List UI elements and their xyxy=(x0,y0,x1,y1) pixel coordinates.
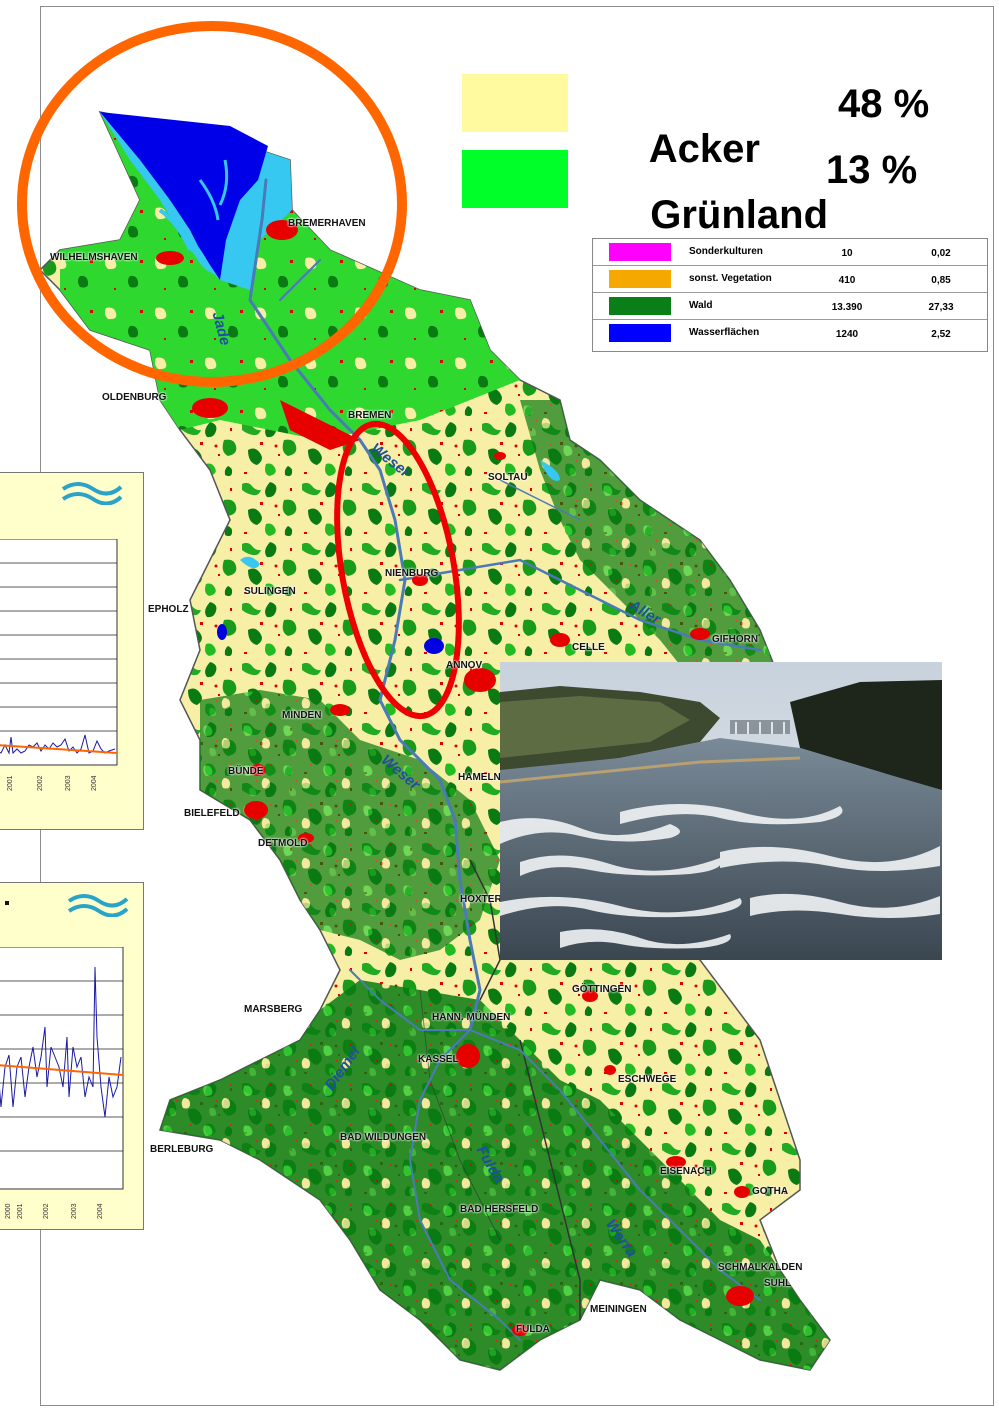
trend-chart-2 xyxy=(0,947,124,1190)
year-tick: 2004 xyxy=(91,775,98,791)
panel-2-marker xyxy=(5,901,9,905)
city-label-hann-muenden: HANN. MÜNDEN xyxy=(432,1012,511,1023)
year-tick: 2002 xyxy=(37,775,44,791)
city-label-berleburg: BERLEBURG xyxy=(150,1144,214,1155)
city-label-diepholz: EPHOLZ xyxy=(148,604,189,615)
table-row: sonst. Vegetation 410 0,85 xyxy=(593,266,987,293)
legend-acker-name: Acker xyxy=(648,127,760,171)
trend-line xyxy=(0,1064,124,1076)
wald-swatch xyxy=(609,297,671,315)
vegetation-swatch xyxy=(609,270,671,288)
legend-gruenland-name: Grünland xyxy=(650,193,829,237)
city-label-detmold: DETMOLD xyxy=(258,838,308,849)
city-label-bremerhaven: BREMERHAVEN xyxy=(288,218,366,229)
chart-panel-2: 2000 2001 2002 2003 2004 xyxy=(0,882,144,1230)
legend-gruenland-value: 13 % xyxy=(826,148,918,192)
city-label-meiningen: MEININGEN xyxy=(590,1304,647,1315)
year-tick: 2001 xyxy=(17,1203,24,1219)
coast-highlight-circle xyxy=(17,21,407,387)
chart-panel-1: 2001 2002 2003 2004 xyxy=(0,472,144,830)
city-label-nienburg: NIENBURG xyxy=(385,568,439,579)
city-label-kassel: KASSEL xyxy=(418,1054,459,1065)
trend-chart-1 xyxy=(0,539,118,766)
row-area: 1240 xyxy=(835,329,859,340)
row-area: 13.390 xyxy=(831,302,863,313)
table-row: Wasserflächen 1240 2,52 xyxy=(593,320,987,346)
sea-water xyxy=(100,112,268,280)
eastern-forest xyxy=(520,400,780,700)
city-label-hameln: HAMELN xyxy=(458,772,501,783)
city-label-wilhelmshaven: WILHELMSHAVEN xyxy=(50,252,138,263)
city-label-soltau: SOLTAU xyxy=(488,472,528,483)
wave-logo-icon xyxy=(61,482,123,505)
trend-line xyxy=(0,744,118,754)
acker-swatch xyxy=(462,74,568,132)
row-percent: 0,02 xyxy=(931,248,951,259)
city-label-suhl: SUHL xyxy=(764,1278,792,1289)
weir-photo xyxy=(500,662,942,960)
row-percent: 2,52 xyxy=(931,329,951,340)
city-label-oldenburg: OLDENBURG xyxy=(102,392,167,403)
city-label-bielefeld: BIELEFELD xyxy=(184,808,240,819)
city-label-eisenach: EISENACH xyxy=(660,1166,712,1177)
wave-logo-icon xyxy=(67,894,129,917)
city-label-gotha: GOTHA xyxy=(752,1186,789,1197)
city-label-minden: MINDEN xyxy=(282,710,322,721)
table-row: Wald 13.390 27,33 xyxy=(593,293,987,320)
city-label-buende: BÜNDE xyxy=(228,766,264,777)
row-name: Wasserflächen xyxy=(689,327,760,338)
city-label-marsberg: MARSBERG xyxy=(244,1004,303,1015)
row-name: Wald xyxy=(689,300,713,311)
row-area: 410 xyxy=(838,275,856,286)
year-tick: 2000 xyxy=(5,1203,12,1219)
legend-acker-value: 48 % xyxy=(838,82,930,126)
year-tick: 2003 xyxy=(71,1203,78,1219)
series-line xyxy=(0,966,122,1118)
city-label-fulda: FULDA xyxy=(516,1324,550,1335)
row-percent: 27,33 xyxy=(928,302,954,313)
year-tick: 2004 xyxy=(97,1203,104,1219)
city-label-hoexter: HOXTER xyxy=(460,894,502,905)
city-label-eschwege: ESCHWEGE xyxy=(618,1074,677,1085)
southern-forest xyxy=(160,980,830,1370)
city-label-bad-wildungen: BAD WILDUNGEN xyxy=(340,1132,427,1143)
row-area: 10 xyxy=(841,248,853,259)
year-tick: 2003 xyxy=(65,775,72,791)
city-label-bremen: BREMEN xyxy=(348,410,392,421)
row-name: Sonderkulturen xyxy=(689,246,763,257)
city-label-schmalkalden: SCHMALKALDEN xyxy=(718,1262,803,1273)
year-tick: 2001 xyxy=(7,775,14,791)
table-row: Sonderkulturen 10 0,02 xyxy=(593,239,987,266)
row-percent: 0,85 xyxy=(931,275,951,286)
river-network xyxy=(248,178,762,1341)
year-tick: 2002 xyxy=(43,1203,50,1219)
wasser-swatch xyxy=(609,324,671,342)
city-label-goettingen: GÖTTINGEN xyxy=(572,984,632,995)
legend-acker: Acker xyxy=(628,82,760,172)
row-name: sonst. Vegetation xyxy=(689,273,772,284)
city-label-bad-hersfeld: BAD HERSFELD xyxy=(460,1204,539,1215)
sonderkulturen-swatch xyxy=(609,243,671,261)
land-use-table: Sonderkulturen 10 0,02 sonst. Vegetation… xyxy=(592,238,988,352)
city-label-celle: CELLE xyxy=(572,642,605,653)
legend-gruenland: Grünland xyxy=(628,148,828,238)
city-label-sulingen: SULINGEN xyxy=(244,586,296,597)
weser-highlight-oval xyxy=(334,420,462,720)
city-label-hannover: ANNOV xyxy=(446,660,483,671)
city-label-gifhorn: GIFHORN xyxy=(712,634,759,645)
gruenland-swatch xyxy=(462,150,568,208)
central-forest xyxy=(200,690,500,960)
